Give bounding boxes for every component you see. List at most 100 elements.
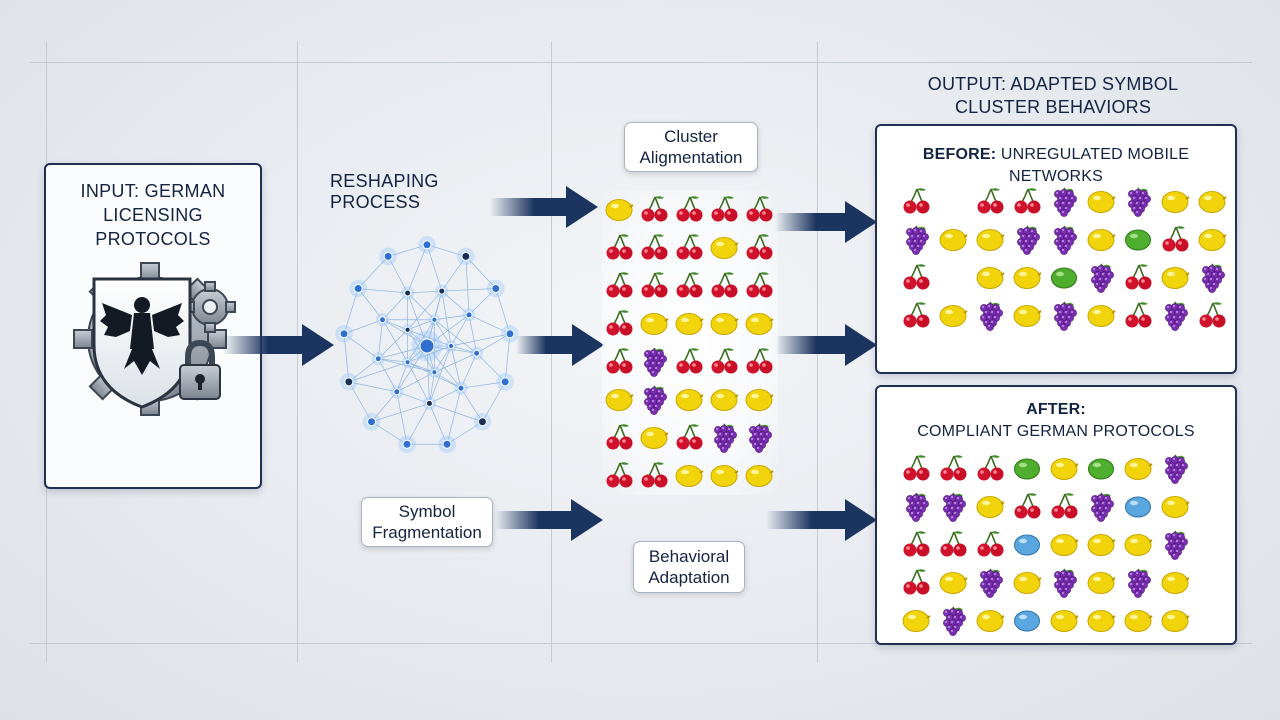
empty-cell: [1195, 563, 1229, 601]
cherry-icon: [940, 531, 967, 557]
lemon-icon: [742, 304, 776, 342]
cherry-icon: [899, 525, 933, 563]
lemon-icon: [672, 380, 706, 418]
network-edge: [396, 391, 408, 445]
network-edge: [396, 371, 435, 393]
grape-icon: [980, 568, 1003, 598]
network-edge: [382, 319, 428, 347]
blue-icon: [1014, 610, 1040, 632]
network-edge: [434, 319, 477, 354]
network-edge: [406, 403, 430, 445]
after-text: COMPLIANT GERMAN PROTOCOLS: [917, 423, 1195, 440]
network-edge: [460, 381, 506, 389]
pill-line: Adaptation: [648, 568, 730, 587]
grid-line: [30, 62, 1252, 63]
lemon-icon: [745, 389, 774, 411]
pill-line: Fragmentation: [372, 523, 482, 542]
grid-line: [30, 643, 1252, 644]
cherry-icon: [606, 234, 633, 260]
lemon-icon: [1198, 191, 1227, 213]
lemon-icon: [1161, 610, 1190, 632]
lemon-icon: [1047, 525, 1081, 563]
network-edge: [476, 352, 506, 383]
grape-icon: [1165, 530, 1188, 560]
grape-icon: [1091, 492, 1114, 522]
grape-icon: [1084, 487, 1118, 525]
grape-icon: [1202, 263, 1225, 293]
arrow-fragmentation: [495, 499, 603, 541]
cherry-icon: [641, 272, 668, 298]
network-node: [383, 251, 393, 261]
network-node: [344, 377, 354, 387]
grape-icon: [749, 423, 772, 453]
lemon-icon: [707, 456, 741, 494]
empty-cell: [1195, 525, 1229, 563]
lemon-icon: [899, 601, 933, 639]
lemon-icon: [1050, 534, 1079, 556]
network-node: [431, 316, 438, 323]
cherry-icon: [637, 456, 671, 494]
cherry-icon: [903, 531, 930, 557]
network-node: [422, 240, 432, 250]
lemon-icon: [675, 465, 704, 487]
lemon-icon: [637, 304, 671, 342]
lemon-icon: [707, 228, 741, 266]
grape-icon: [1165, 454, 1188, 484]
lemon-icon: [1087, 572, 1116, 594]
network-edge: [450, 345, 477, 354]
network-node: [465, 311, 473, 319]
network-node: [477, 417, 487, 427]
network-edge: [358, 288, 408, 294]
grape-icon: [943, 492, 966, 522]
grape-icon: [1054, 301, 1077, 331]
grape-icon: [980, 301, 1003, 331]
empty-cell: [1195, 487, 1229, 525]
lemon-icon: [1158, 258, 1192, 296]
cherry-icon: [1121, 258, 1155, 296]
cherry-icon: [672, 190, 706, 228]
network-node: [491, 284, 501, 294]
lime-icon: [1121, 220, 1155, 258]
lemon-icon: [939, 305, 968, 327]
network-edge: [371, 421, 408, 445]
network-edge: [482, 381, 506, 422]
network-edge: [371, 403, 430, 423]
lemon-icon: [605, 199, 634, 221]
network-node: [404, 359, 411, 366]
network-edge: [460, 387, 483, 422]
network-edge: [407, 362, 430, 404]
before-symbol-grid: [899, 182, 1229, 334]
cherry-icon: [1121, 296, 1155, 334]
lemon-icon: [1161, 496, 1190, 518]
center-symbol-grid: [602, 190, 778, 495]
blue-icon: [1121, 487, 1155, 525]
lemon-icon: [1047, 601, 1081, 639]
lemon-icon: [675, 313, 704, 335]
network-node: [404, 326, 411, 333]
lime-icon: [1010, 449, 1044, 487]
lemon-icon: [939, 572, 968, 594]
network-edge: [407, 319, 435, 331]
cherry-icon: [899, 563, 933, 601]
cherry-icon: [606, 272, 633, 298]
network-node: [431, 369, 438, 376]
lemon-icon: [1158, 563, 1192, 601]
network-edge: [382, 319, 408, 363]
network-node: [379, 316, 387, 324]
network-node: [339, 329, 349, 339]
cherry-icon: [746, 234, 773, 260]
network-edge: [377, 319, 383, 359]
lemon-icon: [976, 610, 1005, 632]
input-panel: INPUT: GERMAN LICENSING PROTOCOLS: [44, 163, 262, 489]
lime-icon: [1084, 449, 1118, 487]
cherry-icon: [903, 264, 930, 290]
network-edge: [495, 288, 511, 334]
grape-icon: [707, 418, 741, 456]
lemon-icon: [1161, 267, 1190, 289]
cherry-icon: [903, 188, 930, 214]
grape-icon: [637, 342, 671, 380]
cherry-icon: [606, 462, 633, 488]
lemon-icon: [1084, 563, 1118, 601]
lemon-icon: [710, 313, 739, 335]
cherry-icon: [672, 418, 706, 456]
